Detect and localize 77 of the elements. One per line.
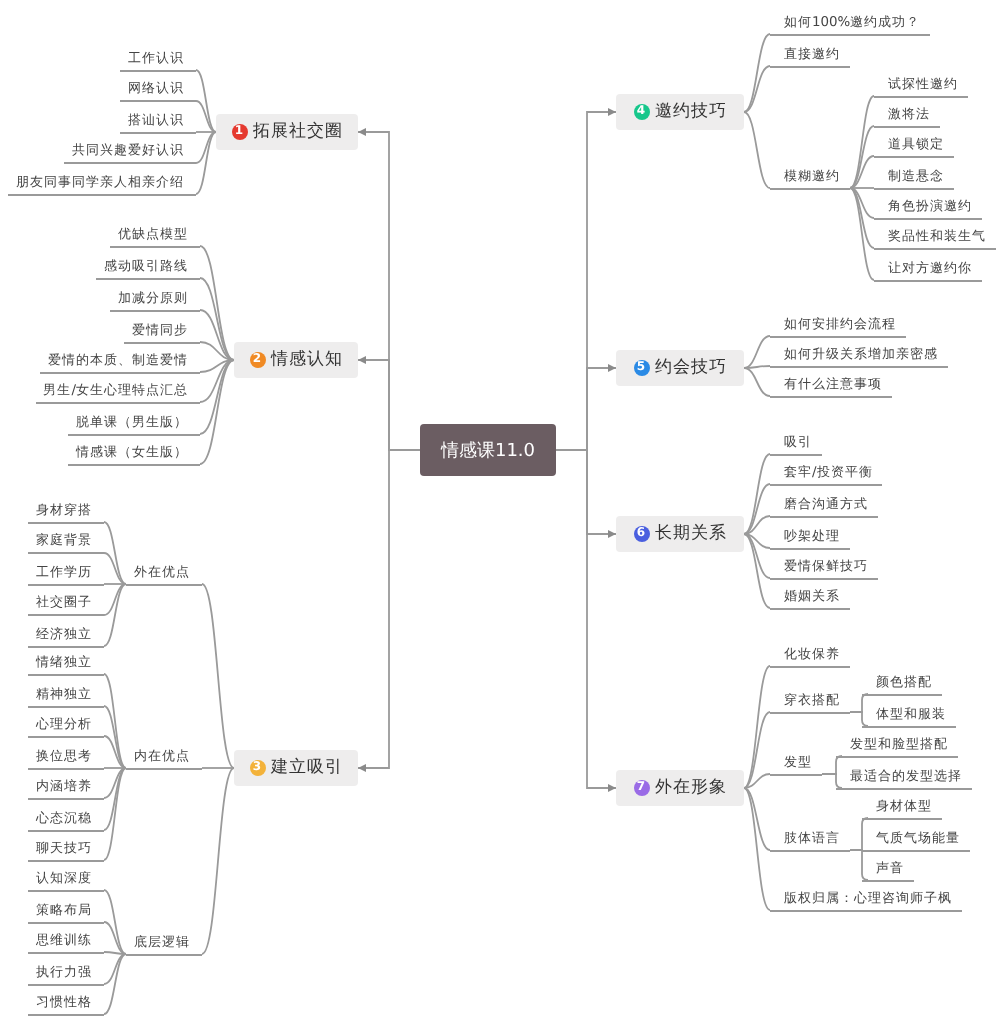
branch-line [103,889,127,955]
topic-title: 建立吸引 [271,758,343,778]
branch-line [199,359,235,373]
branch-line [103,583,127,616]
topic-title: 外在形象 [655,778,727,798]
branch-line [743,773,771,789]
topic-box [616,770,744,806]
central-topic-box: 情感课11.0 [420,424,556,476]
topic-box [234,750,358,786]
branch-line [743,665,771,789]
branch-line [849,155,875,189]
branch-line [849,187,875,189]
branch-line [849,125,875,189]
branch-line [743,533,771,609]
branch-line [199,245,235,361]
branch-line [743,65,771,113]
arrow [357,449,421,772]
branch-line [195,131,217,164]
branch-line [199,359,235,435]
branch-line [743,483,771,535]
branch-line [743,33,771,113]
branch-line [201,767,235,769]
branch-line [743,365,771,369]
topic-box [616,350,744,386]
branch-line [103,767,127,861]
branch-line [849,187,875,219]
branch-line [195,69,217,133]
branch-line [201,583,235,769]
branch-line [849,187,875,249]
branch-line [195,100,217,133]
topic-title: 邀约技巧 [655,102,727,122]
branch-line [103,953,127,1015]
branch-line [199,309,235,361]
branch-line [743,453,771,535]
branch-line [849,711,869,727]
branch-line [103,735,127,769]
branch-line [103,583,127,647]
branch-line [849,849,869,881]
branch-line [743,533,771,549]
branch-line [195,131,217,195]
branch-line [201,767,235,955]
branch-line [199,359,235,465]
topic-title: 情感认知 [271,350,343,370]
branch-line [103,767,127,799]
branch-line [195,131,217,133]
branch-line [103,951,127,955]
arrow [555,449,617,792]
branch-line [821,773,843,789]
branch-line [103,673,127,769]
branch-line [849,187,875,281]
topic-title: 拓展社交圈 [253,122,343,142]
branch-line [103,705,127,769]
branch-line [103,953,127,985]
branch-line [743,515,771,535]
branch-line [103,921,127,955]
branch-line [103,583,127,585]
branch-line [103,552,127,585]
branch-line [103,521,127,585]
topic-title: 约会技巧 [655,358,727,378]
branch-line [849,95,875,189]
branch-line [743,335,771,369]
topic-box [616,516,744,552]
topic-box [216,114,358,150]
branch-line [199,277,235,361]
branch-line [743,711,771,789]
branch-line [199,359,235,403]
topic-box [616,94,744,130]
branch-line [743,787,771,911]
branch-line [103,767,127,831]
topic-title: 长期关系 [655,524,727,544]
branch-line [103,767,127,769]
branch-line [743,111,771,189]
branch-line [199,341,235,361]
branch-line [743,533,771,579]
topic-box [234,342,358,378]
branch-line [743,787,771,851]
branch-line [743,367,771,397]
